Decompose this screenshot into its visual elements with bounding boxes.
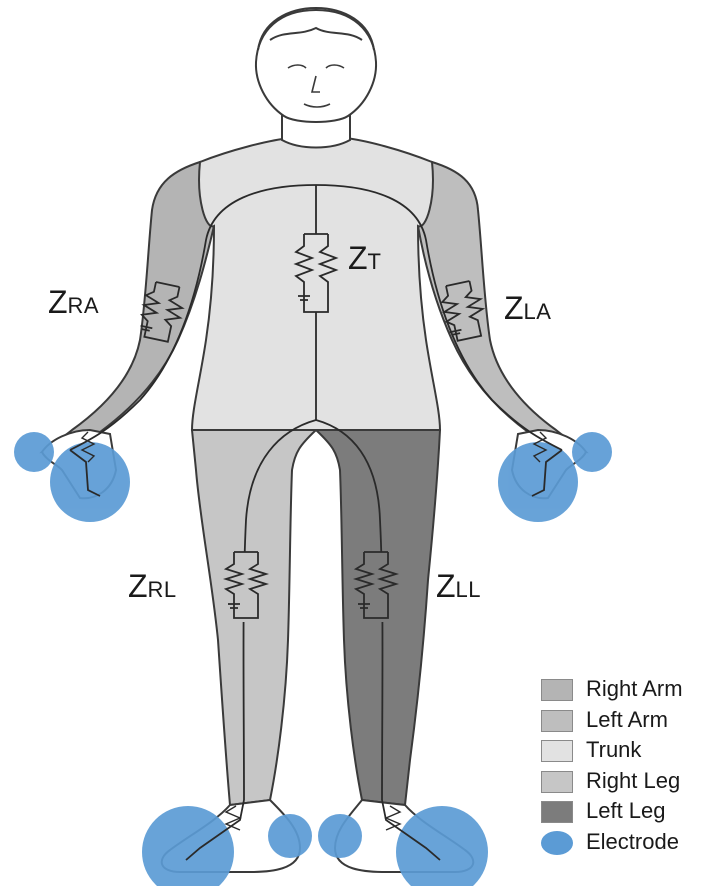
label-zt-sub: T [368,249,382,274]
label-zt: ZT [348,240,382,277]
label-zra-sub: RA [68,293,100,318]
legend-swatch-right-arm [541,679,573,701]
electrode-left-foot-small [318,814,362,858]
legend-swatch-left-leg [541,801,573,823]
label-zla-prefix: Z [504,290,524,326]
label-zla: ZLA [504,290,551,327]
label-zll-sub: LL [456,577,481,602]
electrode-left-hand-small [572,432,612,472]
legend-swatch-right-leg [541,771,573,793]
label-zla-sub: LA [524,299,552,324]
electrode-right-foot-small [268,814,312,858]
legend-swatch-trunk [541,740,573,762]
impedance-symbol-left-leg [352,552,396,622]
label-zrl: ZRL [128,568,177,605]
impedance-symbol-trunk [292,234,336,312]
legend-label-right-leg: Right Leg [586,768,680,794]
legend-label-right-arm: Right Arm [586,676,683,702]
head [256,10,376,122]
legend-label-trunk: Trunk [586,737,641,763]
legend-label-left-arm: Left Arm [586,707,668,733]
legend-label-electrode: Electrode [586,829,679,855]
label-zrl-prefix: Z [128,568,148,604]
electrode-right-hand-small [14,432,54,472]
label-zra-prefix: Z [48,284,68,320]
legend-swatch-left-arm [541,710,573,732]
label-zrl-sub: RL [148,577,177,602]
impedance-symbol-right-leg [222,552,266,622]
legend-swatch-electrode [541,831,573,855]
wrist-ankle-resistors [82,432,546,830]
label-zll-prefix: Z [436,568,456,604]
electrodes [14,432,612,886]
label-zra: ZRA [48,284,99,321]
label-zll: ZLL [436,568,481,605]
label-zt-prefix: Z [348,240,368,276]
legend-label-left-leg: Left Leg [586,798,666,824]
